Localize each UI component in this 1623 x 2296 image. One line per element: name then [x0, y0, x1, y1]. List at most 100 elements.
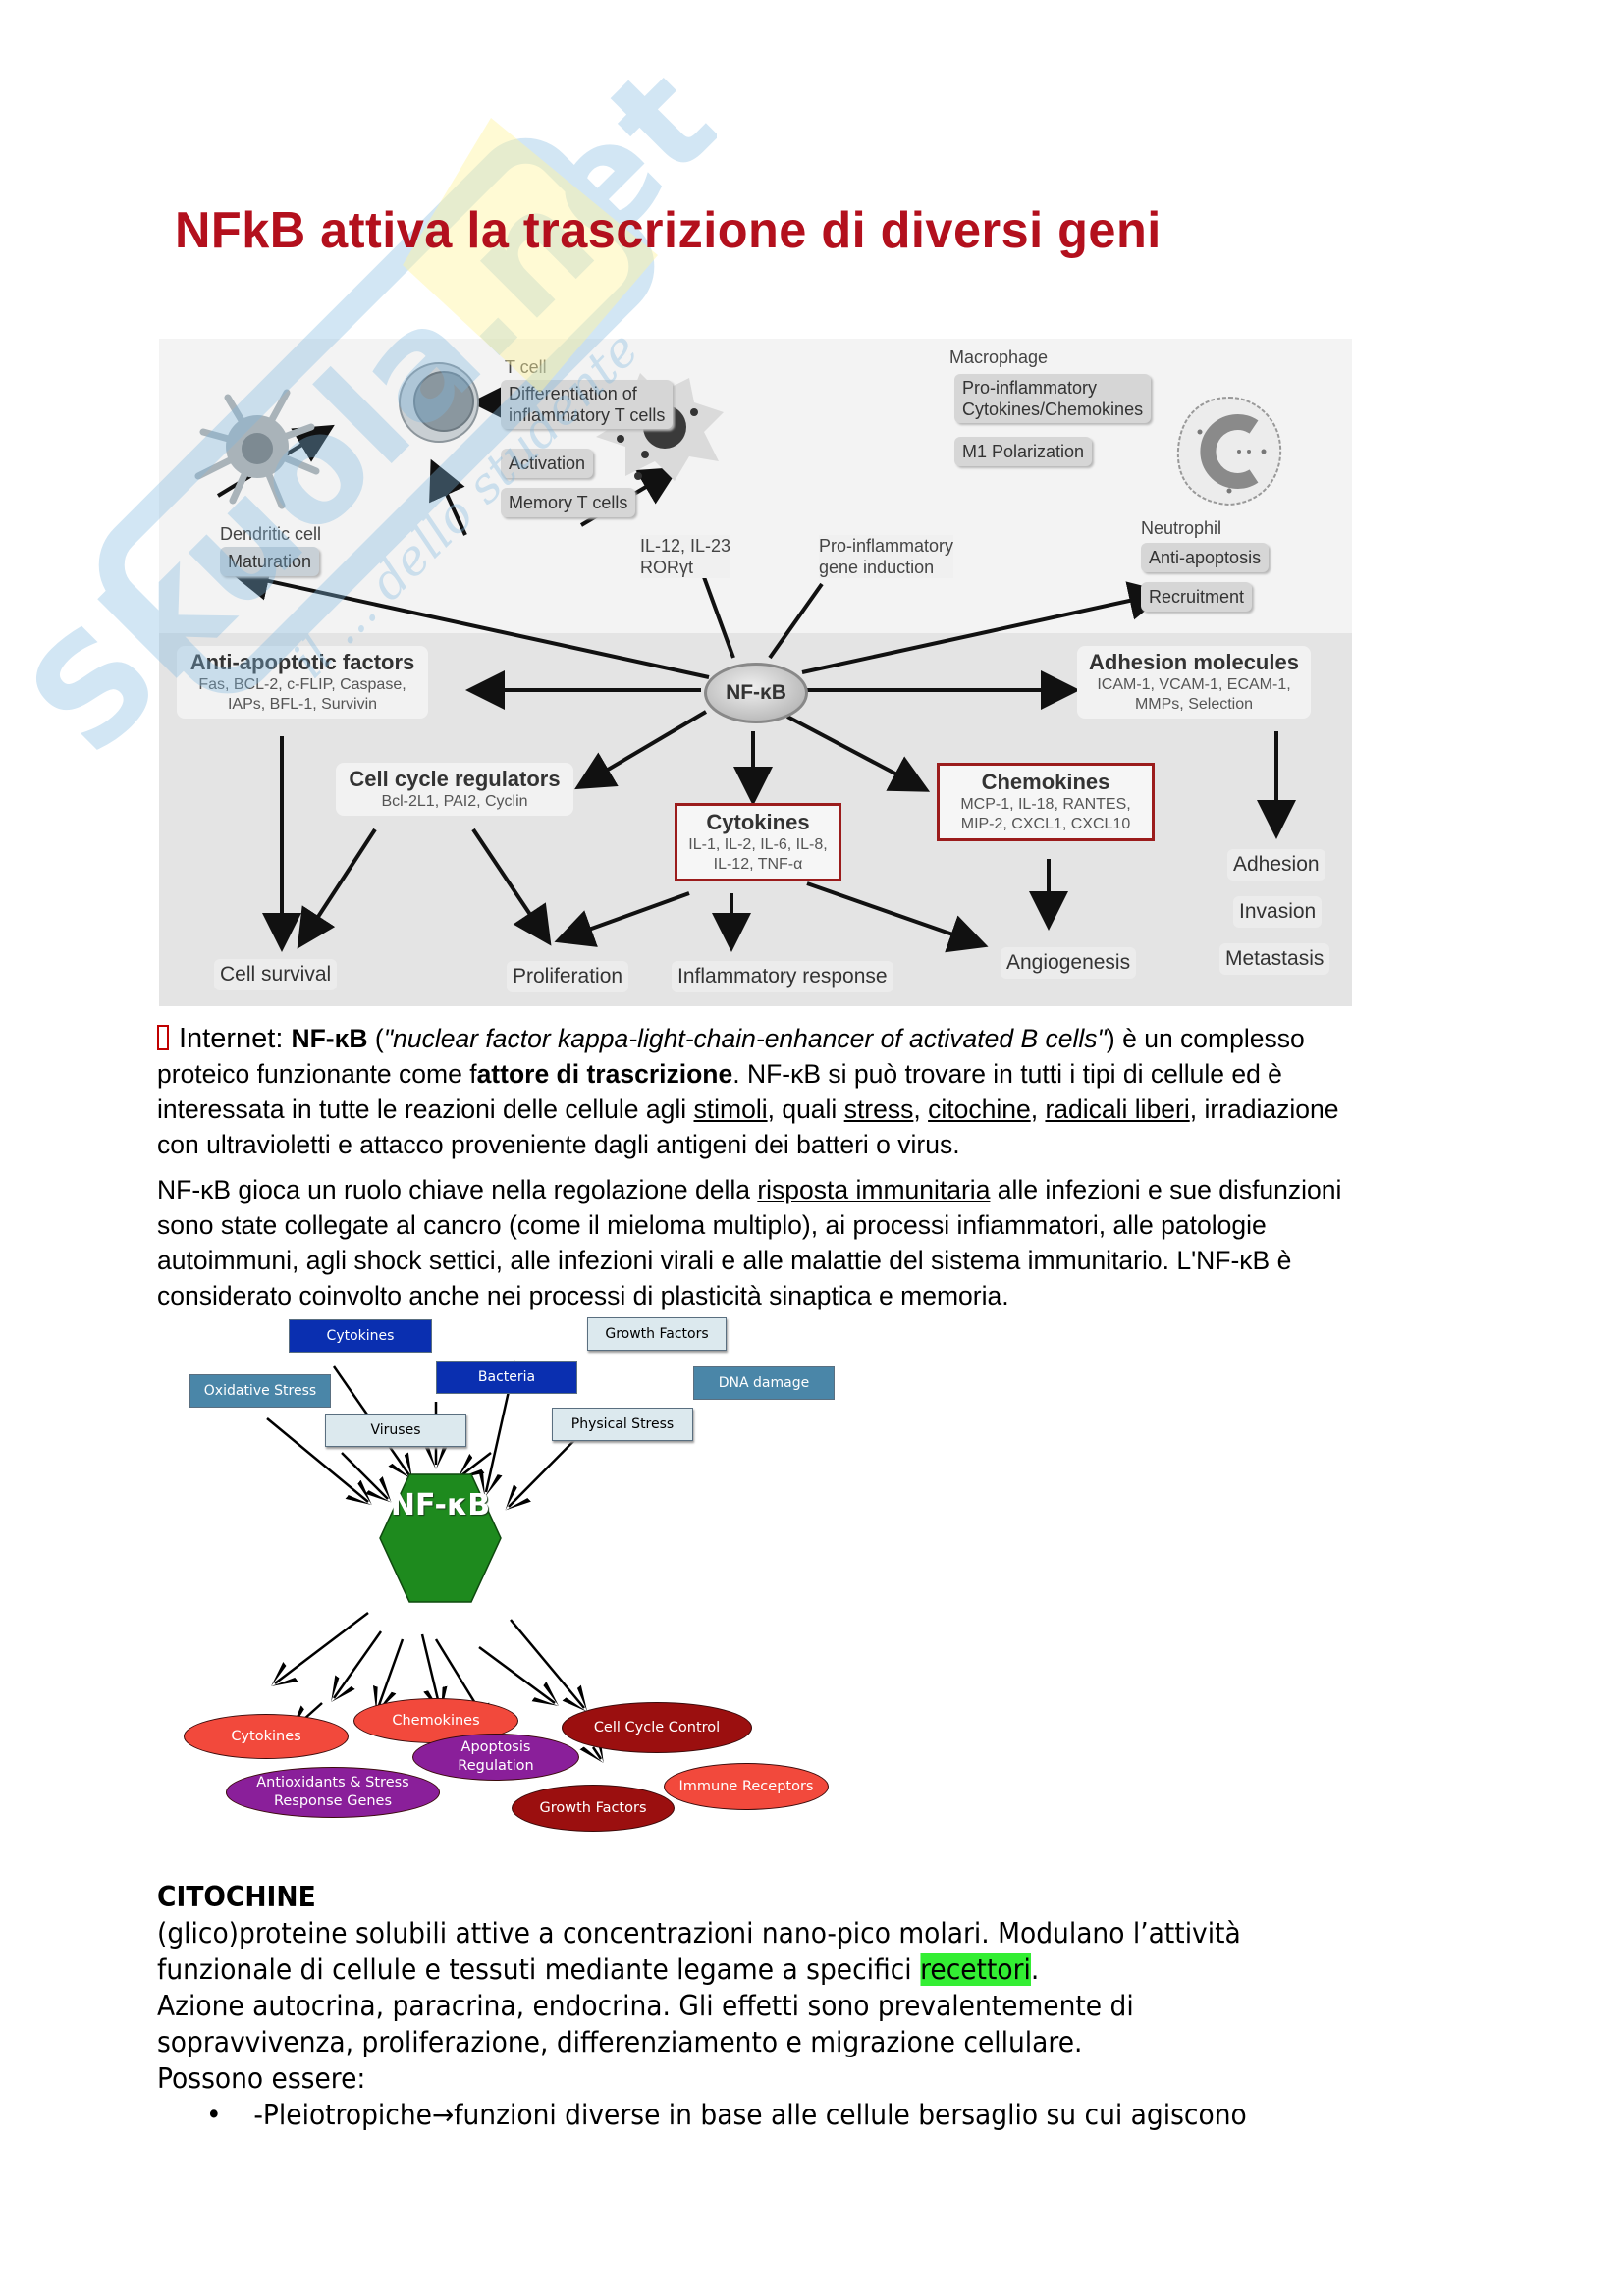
outcome-metastasis: Metastasis: [1219, 943, 1330, 975]
slide-title: NFkB attiva la trascrizione di diversi g…: [175, 202, 1162, 259]
anti-apoptotic-factors-group: Anti-apoptotic factors Fas, BCL-2, c-FLI…: [177, 646, 428, 719]
arrow-out-apoptosis2: [372, 1638, 405, 1713]
output-cell-cycle-control: Cell Cycle Control: [562, 1702, 752, 1753]
differentiation-line-1: Differentiation of: [509, 384, 637, 403]
fattore-di-trascrizione: attore di trascrizione: [476, 1059, 733, 1089]
outcome-cell-survival: Cell survival: [214, 959, 338, 990]
output-apoptosis-regulation: Apoptosis Regulation: [412, 1734, 579, 1781]
output-cytokines: Cytokines: [184, 1714, 349, 1759]
arrow-nfkb-to-il: [702, 576, 735, 659]
arrow-out-immune: [510, 1619, 588, 1712]
recruitment-box: Recruitment: [1141, 582, 1253, 612]
intro-line-3: interessata in tutte le reazioni delle c…: [157, 1092, 1338, 1127]
cell-cycle-line-1: Bcl-2L1, PAI2, Cyclin: [381, 793, 528, 810]
input-bacteria-box: Bacteria: [436, 1361, 577, 1394]
proinflammatory-induction-label: Pro-inflammatory gene induction: [819, 535, 954, 578]
adhesion-molecules-group: Adhesion molecules ICAM-1, VCAM-1, ECAM-…: [1077, 646, 1311, 719]
arrow-out-immune2: [579, 1735, 604, 1764]
role-line-2: sono state collegate al cancro (come il …: [157, 1210, 1267, 1240]
highlighted-recettori: recettori: [920, 1953, 1031, 1986]
intro-line-2-b: . NF-κB si può trovare in tutti i tipi d…: [732, 1059, 1282, 1089]
arrow-out-cellcycle: [478, 1645, 560, 1706]
adhesion-line-2: MMPs, Selection: [1134, 696, 1254, 713]
cell-cycle-regulators-group: Cell cycle regulators Bcl-2L1, PAI2, Cyc…: [336, 763, 573, 816]
arrow-nfkb-to-proinf: [768, 582, 824, 660]
arrow-nfkb-to-dc: [230, 561, 710, 679]
cytokines-line-2: IL-12, TNF-α: [713, 856, 803, 873]
intro-line-1-end: ) è un complesso: [1106, 1024, 1305, 1053]
comma: ,: [1030, 1095, 1046, 1124]
activation-box: Activation: [501, 449, 594, 478]
output-growth-factors: Growth Factors: [512, 1785, 675, 1832]
citochine-line-5: Possono essere:: [157, 2062, 366, 2095]
right-arrow-icon: →: [431, 2099, 455, 2131]
memory-t-cells-box: Memory T cells: [501, 488, 636, 517]
macrophage-label: Macrophage: [949, 347, 1049, 367]
role-line-4: considerato coinvolto anche nei processi…: [157, 1281, 1009, 1310]
antioxidants-line-1: Antioxidants & Stress: [256, 1775, 409, 1790]
bullet-list-item: •-Pleiotropiche→funzioni diverse in base…: [206, 2097, 1247, 2133]
input-oxidative-stress-box: Oxidative Stress: [189, 1374, 331, 1408]
il-mediators-label: IL-12, IL-23 RORγt: [640, 535, 731, 578]
neutrophil-icon: [1176, 396, 1282, 507]
cell-cycle-title: Cell cycle regulators: [349, 767, 561, 791]
link-radicali-liberi[interactable]: radicali liberi: [1045, 1095, 1190, 1124]
dendritic-cell-label: Dendritic cell: [220, 524, 322, 544]
arrow-nfkb-to-neutrophil: [801, 581, 1168, 674]
role-line-1-a: NF-κB gioca un ruolo chiave nella regola…: [157, 1175, 758, 1204]
t-cell-icon: [399, 362, 479, 443]
differentiation-box: Differentiation of inflammatory T cells: [501, 380, 674, 429]
nfkb-hexagon-label: NF-κB: [390, 1488, 491, 1522]
input-physical-stress-box: Physical Stress: [552, 1408, 693, 1441]
input-viruses-box: Viruses: [325, 1414, 466, 1447]
bullet-icon: •: [206, 2099, 222, 2131]
role-line-1-b: alle infezioni e sue disfunzioni: [990, 1175, 1342, 1204]
citochine-line-2: funzionale di cellule e tessuti mediante…: [157, 1951, 1039, 1988]
bullet-term: -Pleiotropiche: [253, 2099, 432, 2131]
ror-gamma-t: RORγt: [640, 558, 693, 577]
link-citochine[interactable]: citochine: [928, 1095, 1031, 1124]
outcome-adhesion: Adhesion: [1227, 849, 1325, 881]
proinf-line-1: Pro-inflammatory: [819, 536, 954, 556]
outcome-proliferation: Proliferation: [507, 961, 629, 992]
arrow-oxidative: [266, 1417, 372, 1506]
intro-line-2: proteico funzionante come fattore di tra…: [157, 1056, 1338, 1092]
arrow-cellcycle-to-survival: [297, 828, 377, 949]
t-cell-label: T cell: [505, 357, 547, 377]
proinf-line-2: gene induction: [819, 558, 935, 577]
role-line-3: autoimmuni, agli shock settici, alle inf…: [157, 1246, 1292, 1275]
adhesion-line-1: ICAM-1, VCAM-1, ECAM-1,: [1097, 676, 1291, 693]
link-stimoli[interactable]: stimoli: [693, 1095, 768, 1124]
comma: ,: [913, 1095, 929, 1124]
cytokines-line-1: IL-1, IL-2, IL-6, IL-8,: [688, 836, 828, 853]
link-risposta-immunitaria[interactable]: risposta immunitaria: [757, 1175, 991, 1204]
dendritic-cell-icon: [194, 389, 320, 509]
proinflammatory-line-2: Cytokines/Chemokines: [962, 400, 1144, 419]
output-immune-receptors: Immune Receptors: [664, 1763, 829, 1810]
anti-apoptotic-line-2: IAPs, BFL-1, Survivin: [227, 696, 378, 713]
apoptosis-line-2: Regulation: [458, 1758, 534, 1774]
intro-line-3-a: interessata in tutte le reazioni delle c…: [157, 1095, 694, 1124]
nfkb-pathway-figure: Dendritic cell Maturation T cell Differe…: [159, 339, 1352, 1006]
intro-line-2-a: proteico funzionante come f: [157, 1059, 477, 1089]
citochine-line-2-a: funzionale di cellule e tessuti mediante…: [157, 1953, 921, 1986]
period: .: [1030, 1953, 1040, 1986]
internet-prefix: Internet:: [179, 1023, 292, 1054]
proinflammatory-line-1: Pro-inflammatory: [962, 378, 1098, 398]
citochine-line-4: sopravvivenza, proliferazione, differenz…: [157, 2026, 1083, 2058]
output-antioxidants-stress-response: Antioxidants & Stress Response Genes: [226, 1767, 440, 1818]
outcome-angiogenesis: Angiogenesis: [1001, 947, 1137, 979]
arrow-cytokines-to-angio: [806, 881, 989, 953]
anti-apoptosis-box: Anti-apoptosis: [1141, 543, 1270, 572]
role-paragraph: NF-κB gioca un ruolo chiave nella regola…: [157, 1172, 1341, 1313]
chemokines-group: Chemokines MCP-1, IL-18, RANTES, MIP-2, …: [937, 763, 1155, 841]
nfkb-activators-targets-figure: NF-κB Cytokines: [177, 1315, 844, 1845]
input-growth-factors-box: Growth Factors: [587, 1317, 727, 1351]
nfkb-expansion: "nuclear factor kappa-light-chain-enhanc…: [383, 1024, 1107, 1053]
missing-glyph-icon: [157, 1025, 169, 1050]
antioxidants-line-2: Response Genes: [273, 1793, 393, 1809]
arrow-viruses: [341, 1452, 392, 1503]
arrow-out-apoptosis: [420, 1633, 448, 1713]
nfkb-term: NF-κB: [291, 1024, 368, 1053]
link-stress[interactable]: stress: [843, 1095, 914, 1124]
